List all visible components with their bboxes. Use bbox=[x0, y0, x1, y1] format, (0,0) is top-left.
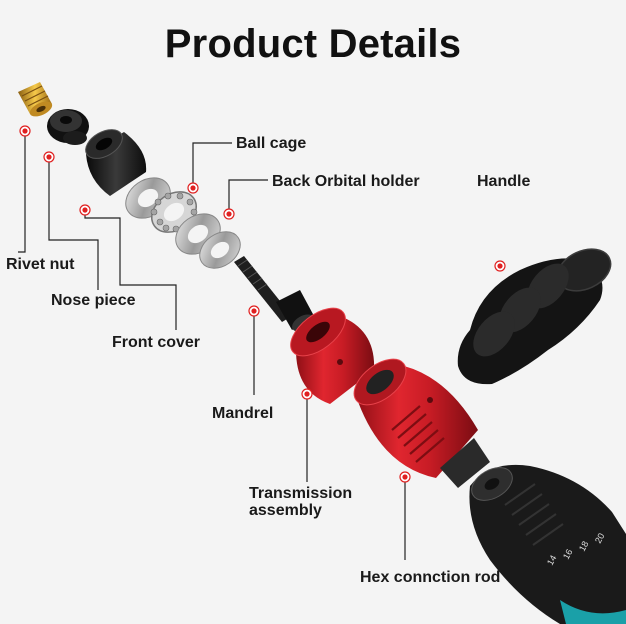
drill-scale-16: 16 bbox=[561, 547, 575, 561]
leader-line-nose-piece bbox=[48, 158, 99, 290]
nose-piece-part bbox=[47, 109, 89, 145]
label-transmission-assembly-line2: assembly bbox=[249, 502, 322, 519]
transmission-assembly-part bbox=[353, 358, 490, 488]
drill-chuck-part bbox=[469, 464, 626, 624]
label-ball-cage: Ball cage bbox=[236, 135, 307, 152]
leader-lines bbox=[18, 134, 406, 560]
label-back-orbital-holder: Back Orbital holder bbox=[272, 173, 420, 190]
label-nose-piece: Nose piece bbox=[51, 292, 136, 309]
label-transmission-assembly-line1: Transmission bbox=[249, 485, 353, 502]
front-cover-part bbox=[85, 129, 147, 196]
marker-dots bbox=[19, 125, 506, 483]
drill-scale: 14 16 18 20 bbox=[545, 531, 607, 567]
marker-ball-cage bbox=[187, 182, 199, 194]
red-sleeve-part bbox=[290, 307, 375, 404]
marker-rivet-nut bbox=[19, 125, 31, 137]
page-title: Product Details bbox=[164, 22, 462, 66]
drill-scale-20: 20 bbox=[593, 531, 607, 545]
drill-scale-14: 14 bbox=[545, 553, 559, 567]
label-mandrel: Mandrel bbox=[212, 405, 274, 422]
drill-scale-18: 18 bbox=[577, 539, 591, 553]
marker-transmission bbox=[301, 388, 313, 400]
leader-line-rivet-nut bbox=[18, 134, 26, 253]
label-hex-connection-rod: Hex connction rod bbox=[360, 569, 501, 586]
rivet-nut-part bbox=[18, 82, 53, 117]
marker-front-cover bbox=[79, 204, 91, 216]
marker-hex-rod bbox=[399, 471, 411, 483]
marker-mandrel bbox=[248, 305, 260, 317]
marker-back-orbital-holder bbox=[223, 208, 235, 220]
marker-handle bbox=[494, 260, 506, 272]
label-front-cover: Front cover bbox=[112, 334, 201, 351]
handle-part bbox=[457, 248, 612, 385]
label-handle: Handle bbox=[477, 173, 531, 190]
leader-line-back-orbital-holder bbox=[228, 179, 268, 214]
label-rivet-nut: Rivet nut bbox=[6, 256, 75, 273]
back-orbital-holder-part bbox=[175, 213, 241, 269]
marker-nose-piece bbox=[43, 151, 55, 163]
leader-line-ball-cage bbox=[192, 142, 232, 186]
leader-line-front-cover bbox=[84, 212, 177, 330]
